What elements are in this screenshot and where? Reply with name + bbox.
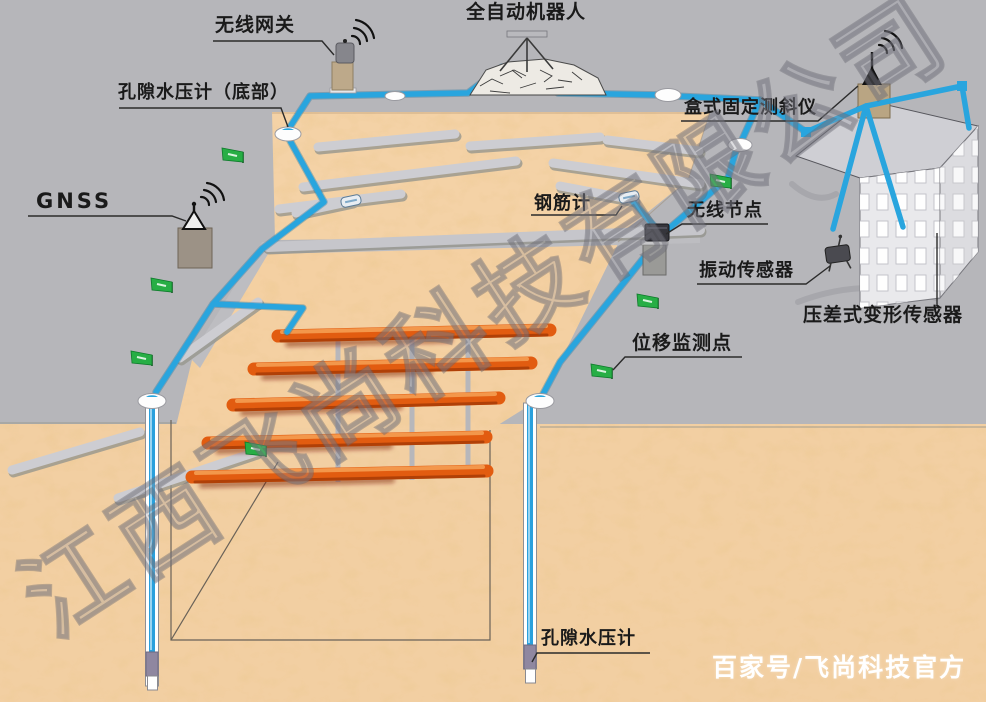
strut-shadows [199, 337, 453, 488]
building [794, 29, 979, 309]
flag-icon [221, 147, 244, 163]
flag-icon [130, 350, 153, 366]
credit-text: 百家号/飞尚科技官方 [712, 653, 967, 682]
borehole-collar [727, 138, 753, 152]
flag-icon [590, 363, 613, 379]
borehole-collar [654, 88, 682, 102]
borehole-collar [525, 393, 555, 409]
tripod-icon [499, 37, 554, 72]
label-piezometer: 孔隙水压计 [541, 628, 636, 649]
struts [185, 323, 557, 484]
label-wireless-node: 无线节点 [687, 200, 763, 221]
piezometer-sensor-left [145, 651, 159, 677]
wireless-node-icon [640, 223, 670, 276]
flag-icon [150, 277, 173, 293]
flag-icon [244, 441, 267, 457]
flag-icon [636, 293, 659, 309]
label-vibration-sensor: 振动传感器 [699, 260, 794, 281]
rebar-gauge-icon [340, 194, 362, 208]
wireless-gateway-icon [329, 18, 376, 94]
building-cables [803, 83, 972, 232]
borehole-collar [137, 393, 167, 409]
underground-pit-outline [170, 420, 491, 641]
label-auto-robot: 全自动机器人 [466, 1, 587, 23]
flag-icon [709, 173, 732, 189]
label-leader-lines [28, 40, 938, 663]
wifi-waves-icon [350, 18, 376, 46]
label-gnss: GNSS [36, 189, 113, 213]
label-pressure-deform-sensor: 压差式变形传感器 [803, 304, 964, 326]
wifi-waves-icon [199, 181, 226, 207]
survey-flags [130, 147, 732, 457]
wifi-waves-icon [877, 29, 904, 55]
label-wireless-gateway: 无线网关 [215, 14, 296, 36]
piezometer-pipe-left [145, 402, 159, 691]
gnss-station-icon [177, 181, 226, 269]
label-piezometer-bottom: 孔隙水压计（底部） [118, 82, 289, 103]
label-box-inclinometer: 盒式固定测斜仪 [684, 97, 817, 118]
piezometer-pipe-right [523, 402, 537, 684]
vibration-sensor-icon [824, 234, 852, 272]
label-displacement-point: 位移监测点 [632, 332, 733, 354]
rebar-gauge-icon [618, 190, 640, 204]
label-rebar-gauge: 钢筋计 [534, 193, 591, 214]
borehole-collar [384, 91, 406, 101]
auto-robot-icon [469, 30, 607, 96]
borehole-collars [137, 88, 753, 409]
